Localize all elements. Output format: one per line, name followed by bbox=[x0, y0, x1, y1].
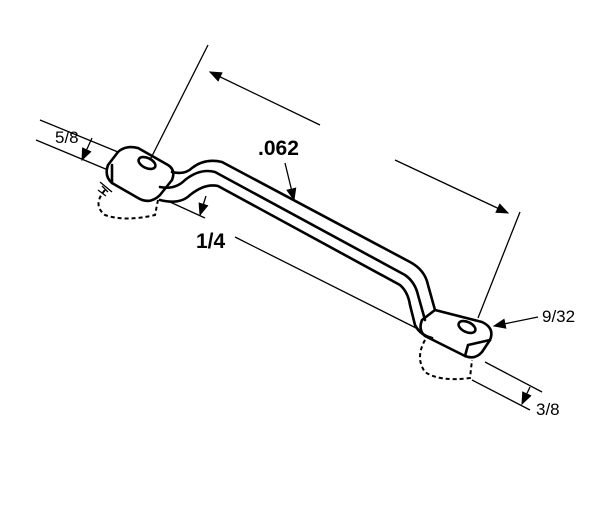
foot-width-label: 5/8 bbox=[55, 128, 79, 147]
hole-diameter-label: 9/32 bbox=[542, 307, 575, 326]
left-hole bbox=[137, 155, 157, 171]
thickness-arrow bbox=[284, 162, 297, 202]
handle-body bbox=[105, 145, 493, 359]
left-screw-hidden bbox=[97, 189, 159, 220]
hole-arrow bbox=[492, 316, 539, 329]
foot-width-arrow bbox=[81, 137, 93, 162]
right-extension-line bbox=[477, 211, 521, 319]
height-ext-1 bbox=[169, 201, 206, 219]
thickness-label: .062 bbox=[258, 137, 299, 160]
length-arrow-right bbox=[394, 159, 510, 214]
foot-length-label: 3/8 bbox=[536, 400, 560, 419]
length-arrow-left bbox=[208, 71, 321, 126]
foot-length-arrow bbox=[521, 386, 532, 406]
foot-length-ext-2 bbox=[471, 379, 531, 411]
left-extension-line bbox=[149, 44, 209, 161]
foot-length-ext-1 bbox=[484, 361, 543, 393]
left-screw-thread bbox=[97, 181, 113, 197]
height-ext-2 bbox=[234, 236, 421, 331]
foot-width-ext-1 bbox=[39, 119, 119, 153]
height-label: 1/4 bbox=[196, 230, 226, 253]
right-hole bbox=[457, 319, 477, 335]
height-arrow bbox=[198, 195, 209, 217]
foot-width-ext-2 bbox=[35, 139, 109, 171]
